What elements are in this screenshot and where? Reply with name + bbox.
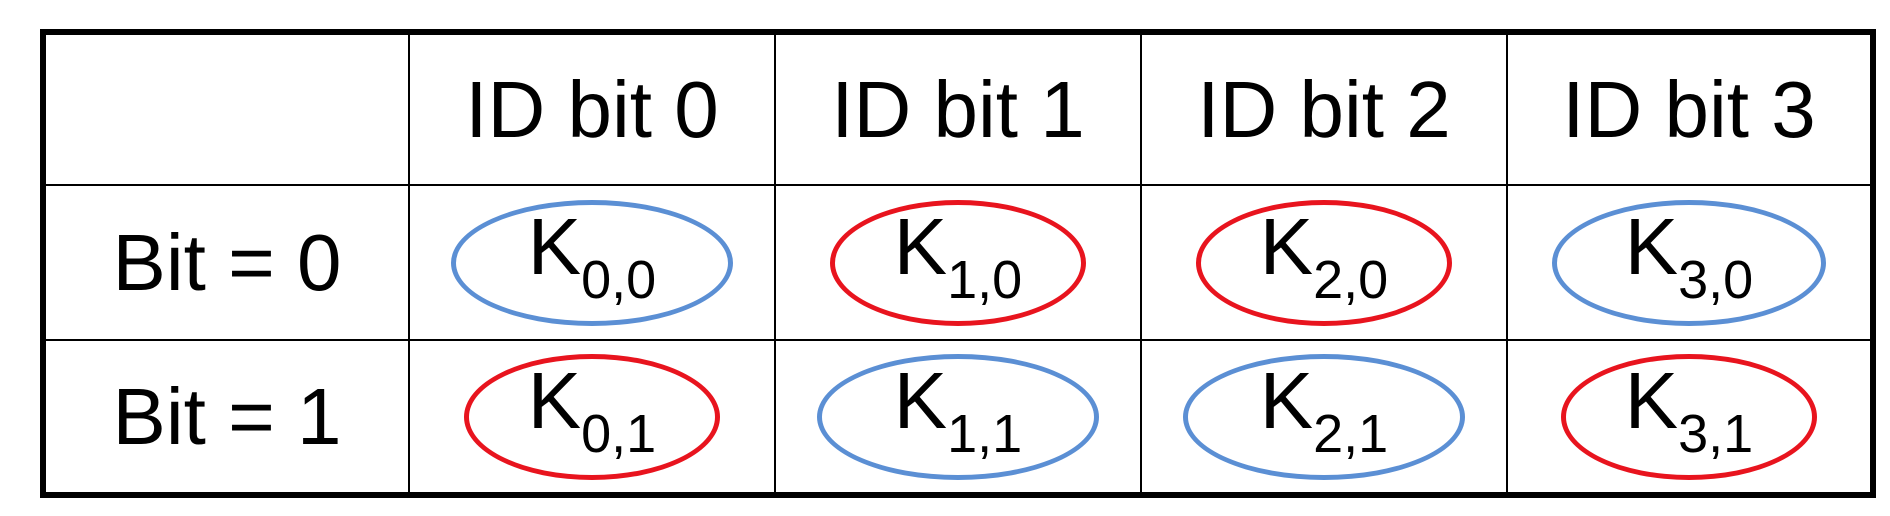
key-ellipse	[817, 353, 1099, 480]
key-table: ID bit 0 ID bit 1 ID bit 2 ID bit 3 Bit …	[40, 29, 1876, 498]
key-ellipse	[1552, 199, 1826, 326]
key-ellipse	[1561, 353, 1817, 480]
key-cell-3-1: K3,1	[1506, 339, 1874, 496]
column-header-id-bit-2: ID bit 2	[1140, 31, 1508, 186]
row-label-bit-0: Bit = 0	[42, 184, 410, 341]
key-cell-3-0: K3,0	[1506, 184, 1874, 341]
column-header-id-bit-0: ID bit 0	[408, 31, 776, 186]
row-bit-1: Bit = 1 K0,1 K1,1 K2,1 K3,1	[42, 339, 1874, 496]
key-ellipse	[451, 199, 733, 326]
key-cell-0-0: K0,0	[408, 184, 776, 341]
key-cell-2-0: K2,0	[1140, 184, 1508, 341]
row-label-bit-1: Bit = 1	[42, 339, 410, 496]
corner-cell	[42, 31, 410, 186]
key-label: K0,0	[527, 201, 657, 310]
key-ellipse	[1196, 199, 1452, 326]
key-cell-0-1: K0,1	[408, 339, 776, 496]
key-ellipse	[1183, 353, 1465, 480]
key-label: K1,1	[893, 355, 1023, 464]
row-bit-0: Bit = 0 K0,0 K1,0 K2,0 K3,0	[42, 184, 1874, 341]
key-ellipse	[830, 199, 1086, 326]
key-cell-2-1: K2,1	[1140, 339, 1508, 496]
key-label: K1,0	[893, 201, 1023, 310]
header-row: ID bit 0 ID bit 1 ID bit 2 ID bit 3	[42, 31, 1874, 186]
column-header-id-bit-1: ID bit 1	[774, 31, 1142, 186]
key-label: K3,0	[1624, 201, 1754, 310]
key-ellipse	[464, 353, 720, 480]
key-label: K0,1	[527, 355, 657, 464]
column-header-id-bit-3: ID bit 3	[1506, 31, 1874, 186]
key-cell-1-0: K1,0	[774, 184, 1142, 341]
key-cell-1-1: K1,1	[774, 339, 1142, 496]
key-label: K2,1	[1259, 355, 1389, 464]
key-label: K3,1	[1624, 355, 1754, 464]
key-label: K2,0	[1259, 201, 1389, 310]
